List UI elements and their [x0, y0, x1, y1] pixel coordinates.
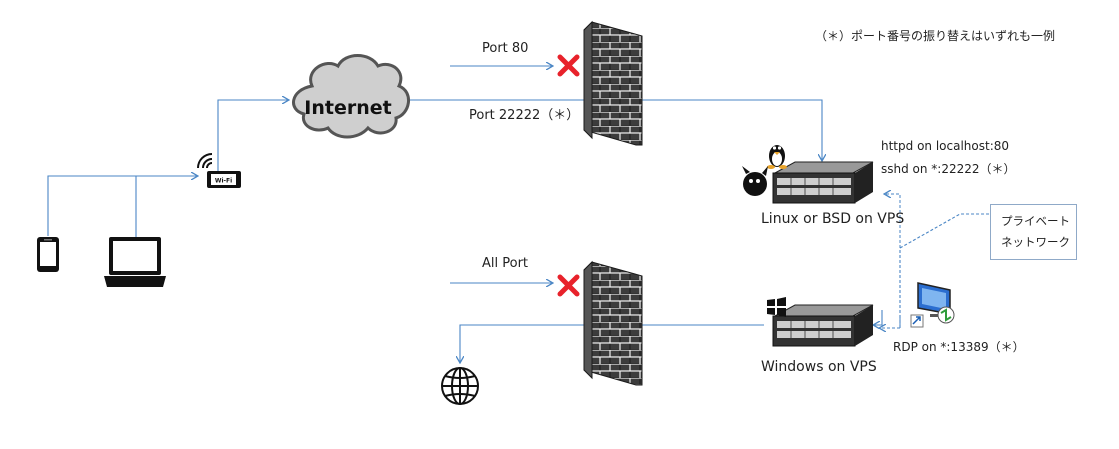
- internet-to-linux-line: [405, 99, 822, 160]
- internet-label: Internet: [304, 97, 391, 119]
- linux-service-sshd: sshd on *:22222（＊）: [881, 162, 1016, 176]
- laptop-icon: [104, 237, 166, 287]
- private-network-callout: プライベート ネットワーク: [990, 204, 1077, 260]
- linux-service-httpd: httpd on localhost:80: [881, 139, 1010, 153]
- bsd-daemon-icon: [742, 166, 768, 196]
- connections: [47, 66, 990, 362]
- private-network-line2: ネットワーク: [1001, 235, 1070, 249]
- wifi-router-icon: Wi-Fi: [197, 153, 241, 188]
- allport-label: All Port: [482, 256, 529, 271]
- windows-logo-icon: [767, 297, 786, 317]
- private-network-arrow-top: [885, 194, 901, 248]
- windows-to-globe-line: [460, 324, 764, 362]
- smartphone-icon: [37, 237, 59, 272]
- linux-server-icon: [772, 161, 874, 204]
- router-label: Wi-Fi: [215, 178, 232, 185]
- linux-tux-icon: [767, 145, 787, 169]
- windows-server-label: Windows on VPS: [761, 359, 877, 375]
- firewall-bottom-icon: [583, 260, 643, 386]
- private-network-arrow-bottom: [880, 318, 901, 328]
- cloud-icon: Internet: [292, 54, 410, 139]
- rdp-service-label: RDP on *:13389（＊）: [893, 340, 1025, 354]
- windows-server-icon: [772, 304, 874, 347]
- rdp-connection-line: [874, 310, 883, 325]
- phone-to-router-line: [47, 176, 197, 236]
- port80-label: Port 80: [482, 41, 529, 56]
- router-to-internet-line: [217, 100, 288, 176]
- linux-server-label: Linux or BSD on VPS: [761, 211, 905, 227]
- port22222-label: Port 22222（＊）: [469, 108, 580, 123]
- globe-icon: [441, 367, 479, 405]
- private-network-callout-line: [899, 213, 990, 249]
- footnote-note: （＊）ポート番号の振り替えはいずれも一例: [815, 29, 1056, 43]
- blocked-x-icon-port80: [557, 54, 580, 77]
- firewall-top-icon: [583, 20, 643, 146]
- rdp-icon: [910, 282, 955, 328]
- blocked-x-icon-allport: [557, 274, 580, 297]
- private-network-line1: プライベート: [1001, 214, 1070, 228]
